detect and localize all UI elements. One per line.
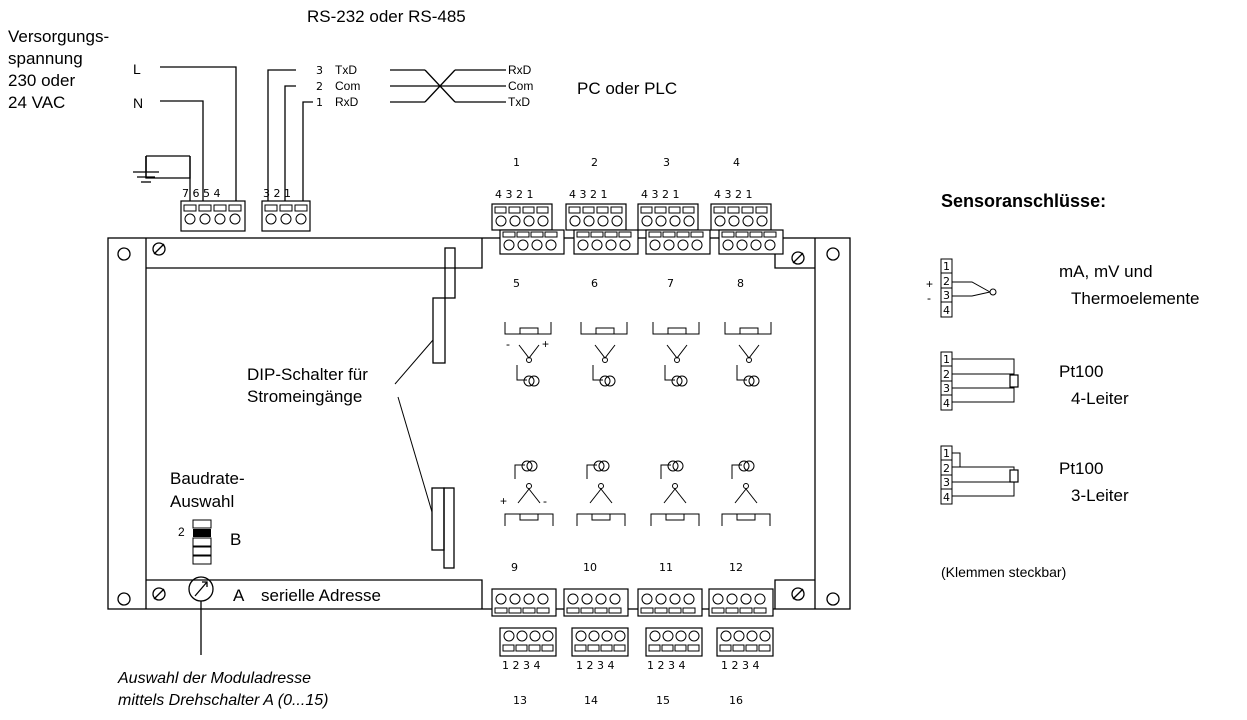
screw-icons xyxy=(152,242,805,601)
rs-header: RS-232 oder RS-485 xyxy=(307,7,466,26)
bottom-group-num-16: 16 xyxy=(729,694,743,707)
legend-terminal-1 xyxy=(940,258,997,318)
top-group-num-3: 3 xyxy=(663,156,670,169)
top-group-pins-4: 4 3 2 1 xyxy=(714,188,752,201)
serial-left-txd: TxD xyxy=(335,63,357,77)
bottom-group-pins-3: 1 2 3 4 xyxy=(647,659,685,672)
baud-label-2: Auswahl xyxy=(170,492,234,511)
serial-right-txd: TxD xyxy=(508,95,530,109)
supply-label-2: spannung xyxy=(8,49,83,68)
top-group-num-4: 4 xyxy=(733,156,740,169)
channel-10: 10 xyxy=(583,561,597,574)
sensor1-label-1: mA, mV und xyxy=(1059,262,1153,281)
legend2-pin-1: 1 xyxy=(943,353,950,366)
top-group-pins-1: 4 3 2 1 xyxy=(495,188,533,201)
serial-left-rxd: RxD xyxy=(335,95,359,109)
serial-right-rxd: RxD xyxy=(508,63,532,77)
sensor3-label-1: Pt100 xyxy=(1059,459,1103,478)
ground-icon xyxy=(133,156,159,183)
top-group-num-1: 1 xyxy=(513,156,520,169)
serial-terminal-block xyxy=(261,200,311,232)
top-group-pins-3: 4 3 2 1 xyxy=(641,188,679,201)
sensor3-label-2: 3-Leiter xyxy=(1071,486,1129,505)
dip-label-2: Stromeingänge xyxy=(247,387,362,406)
serial-wires xyxy=(267,69,506,204)
sensor-symbols-top xyxy=(504,322,772,387)
klemmen-note: (Klemmen steckbar) xyxy=(941,564,1066,580)
supply-label-1: Versorgungs- xyxy=(8,27,109,46)
channel-8: 8 xyxy=(737,277,744,290)
pc-label: PC oder PLC xyxy=(577,79,677,98)
dip-label-1: DIP-Schalter für xyxy=(247,365,368,384)
dip-switch-blocks xyxy=(394,247,456,569)
caption-2: mittels Drehschalter A (0...15) xyxy=(118,692,328,709)
bottom-group-num-14: 14 xyxy=(584,694,598,707)
channel9-minus: - xyxy=(543,494,547,508)
serial-terminal-pins: 3 2 1 xyxy=(263,187,291,200)
legend1-pin-1: 1 xyxy=(943,260,950,273)
channel-5: 5 xyxy=(513,277,520,290)
channel5-plus: + xyxy=(542,337,549,351)
baud-number: 2 xyxy=(178,525,185,539)
supply-label-3: 230 oder xyxy=(8,71,75,90)
sensor1-label-2: Thermoelemente xyxy=(1071,289,1200,308)
top-group-pins-2: 4 3 2 1 xyxy=(569,188,607,201)
legend-terminal-2 xyxy=(940,351,1019,411)
module-housing xyxy=(107,237,851,610)
bottom-group-pins-1: 1 2 3 4 xyxy=(502,659,540,672)
serial-right-com: Com xyxy=(508,79,533,93)
channel-11: 11 xyxy=(659,561,673,574)
power-terminal-pins: 7 6 5 4 xyxy=(182,187,220,200)
serial-num-3: 3 xyxy=(316,64,323,77)
baud-switch xyxy=(192,519,212,565)
supply-wires xyxy=(145,66,237,204)
mounting-holes xyxy=(117,247,840,606)
label-N: N xyxy=(133,95,143,111)
legend3-pin-1: 1 xyxy=(943,447,950,460)
supply-label-4: 24 VAC xyxy=(8,93,65,112)
baud-label-1: Baudrate- xyxy=(170,469,245,488)
top-group-num-2: 2 xyxy=(591,156,598,169)
bottom-group-num-13: 13 xyxy=(513,694,527,707)
sensor2-label-1: Pt100 xyxy=(1059,362,1103,381)
legend1-plus: + xyxy=(926,277,933,291)
legend2-pin-3: 3 xyxy=(943,382,950,395)
legend-terminal-3 xyxy=(940,445,1019,505)
legend2-pin-2: 2 xyxy=(943,368,950,381)
channel5-minus: - xyxy=(506,337,510,351)
channel-12: 12 xyxy=(729,561,743,574)
rotary-switch-icon xyxy=(188,576,214,655)
channel-7: 7 xyxy=(667,277,674,290)
legend1-pin-2: 2 xyxy=(943,275,950,288)
channel-9: 9 xyxy=(511,561,518,574)
legend3-pin-2: 2 xyxy=(943,462,950,475)
legend1-pin-4: 4 xyxy=(943,304,950,317)
channel-6: 6 xyxy=(591,277,598,290)
bottom-group-pins-2: 1 2 3 4 xyxy=(576,659,614,672)
serial-num-2: 2 xyxy=(316,80,323,93)
legend2-pin-4: 4 xyxy=(943,397,950,410)
bottom-terminal-groups xyxy=(491,588,774,657)
label-L: L xyxy=(133,61,141,77)
baud-B: B xyxy=(230,530,241,549)
addr-A: A xyxy=(233,586,245,605)
sensor2-label-2: 4-Leiter xyxy=(1071,389,1129,408)
bottom-group-num-15: 15 xyxy=(656,694,670,707)
legend3-pin-4: 4 xyxy=(943,491,950,504)
addr-label: serielle Adresse xyxy=(261,586,381,605)
caption-1: Auswahl der Moduladresse xyxy=(117,670,311,687)
legend1-pin-3: 3 xyxy=(943,289,950,302)
serial-left-com: Com xyxy=(335,79,360,93)
serial-num-1: 1 xyxy=(316,96,323,109)
legend1-minus: - xyxy=(927,291,931,305)
top-terminal-groups xyxy=(491,203,784,255)
sensor-symbols-bottom xyxy=(504,460,771,526)
bottom-group-pins-4: 1 2 3 4 xyxy=(721,659,759,672)
power-terminal-block xyxy=(180,200,246,232)
legend3-pin-3: 3 xyxy=(943,476,950,489)
channel9-plus: + xyxy=(500,494,507,508)
sensor-title: Sensoranschlüsse: xyxy=(941,191,1106,211)
